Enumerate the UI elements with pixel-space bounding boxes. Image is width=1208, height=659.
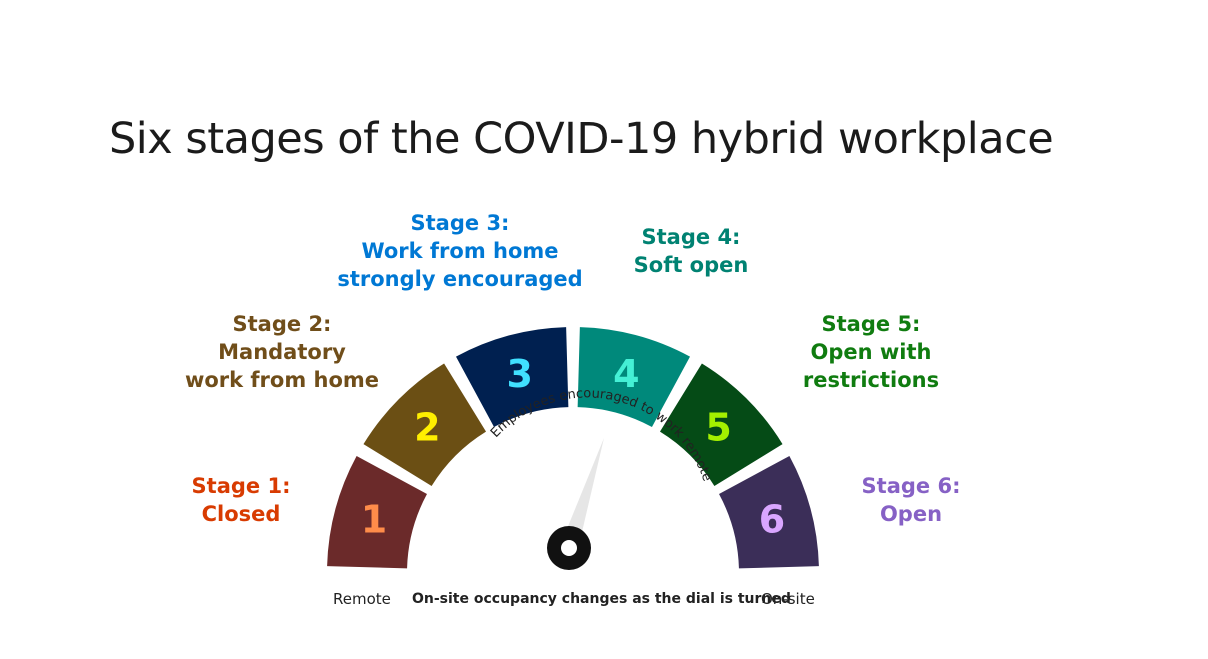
stage-2-label-line: Stage 2:	[232, 312, 332, 336]
stage-2-label: Stage 2: Mandatory work from home	[185, 310, 379, 394]
stage-4-label-line: Soft open	[633, 253, 749, 277]
stage-number-4: 4	[613, 352, 639, 396]
stage-1-label-line: Stage 1:	[191, 474, 291, 498]
stage-number-1: 1	[361, 498, 387, 542]
stage-number-3: 3	[506, 352, 532, 396]
stage-5-label: Stage 5: Open with restrictions	[803, 310, 939, 394]
stage-4-label: Stage 4: Soft open	[634, 223, 749, 279]
stage-3-label-line: Work from home	[361, 239, 559, 263]
dial-segment-6	[719, 455, 819, 569]
stage-1-label: Stage 1: Closed	[192, 472, 291, 528]
dial-segment-5	[659, 363, 783, 487]
page-title: Six stages of the COVID-19 hybrid workpl…	[109, 114, 1054, 164]
stage-number-2: 2	[414, 405, 440, 449]
stage-2-label-line: Mandatory	[218, 340, 346, 364]
stage-5-label-line: Open with	[810, 340, 932, 364]
dial-segment-2	[363, 363, 487, 487]
stage-6-label-line: Stage 6:	[861, 474, 961, 498]
stage-5-label-line: Stage 5:	[821, 312, 921, 336]
stage-6-label-line: Open	[879, 502, 943, 526]
stage-3-label: Stage 3: Work from home strongly encoura…	[337, 209, 582, 293]
stage-3-label-line: strongly encouraged	[337, 267, 583, 291]
stage-number-5: 5	[705, 405, 731, 449]
stage-4-label-line: Stage 4:	[641, 225, 741, 249]
stage-1-label-line: Closed	[201, 502, 281, 526]
stage-6-label: Stage 6: Open	[862, 472, 961, 528]
stage-number-6: 6	[759, 498, 785, 542]
footer-caption: On-site occupancy changes as the dial is…	[412, 591, 791, 607]
dial-segment-4	[577, 327, 691, 427]
stage-3-label-line: Stage 3:	[410, 211, 510, 235]
stage-2-label-line: work from home	[184, 368, 380, 392]
dial-segment-3	[455, 327, 569, 427]
footer-remote-label: Remote	[333, 590, 391, 608]
footer-onsite-label: On-site	[761, 590, 815, 608]
dial-needle	[560, 438, 604, 549]
stage-5-label-line: restrictions	[802, 368, 940, 392]
dial-segment-1	[327, 455, 427, 569]
dial-hub-center	[561, 540, 577, 556]
